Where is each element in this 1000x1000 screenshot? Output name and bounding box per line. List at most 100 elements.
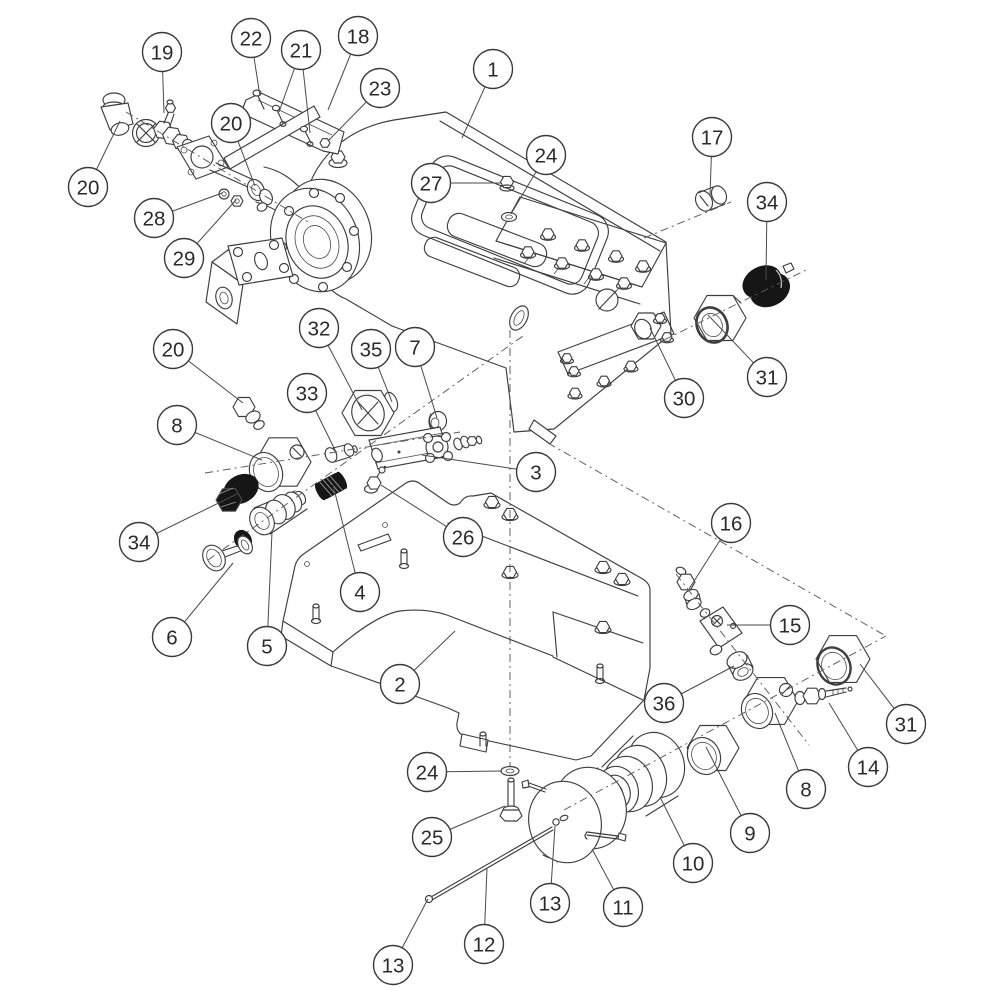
part-nut-9: [686, 724, 740, 776]
balloon-number: 8: [171, 414, 182, 437]
callout-balloon-5: 5: [246, 625, 288, 667]
balloon-circle: [746, 356, 788, 398]
part-piston-33: [324, 443, 358, 463]
balloon-circle: [280, 29, 322, 71]
bolt-head: [568, 366, 580, 376]
part-pin-13-top: [521, 779, 547, 793]
part-nut-27: [499, 175, 515, 192]
callout-balloon-32: 32: [298, 307, 340, 349]
bolt-head: [595, 560, 611, 574]
bolt-head: [484, 495, 500, 509]
part-washer-24-top: [500, 211, 518, 223]
balloon-number: 4: [354, 581, 365, 604]
balloon-number: 15: [779, 614, 802, 637]
part-bushing-36: [726, 651, 754, 681]
balloon-number: 31: [756, 366, 779, 389]
bolt-head: [661, 332, 673, 342]
part-bracket-2: [280, 480, 651, 761]
callout-balloon-8: 8: [785, 768, 827, 810]
balloon-number: 9: [744, 822, 755, 845]
bolt-head: [617, 277, 631, 289]
bolt-head: [609, 250, 623, 262]
balloon-circle: [133, 197, 175, 239]
bolt-head: [541, 228, 555, 240]
balloon-circle: [472, 48, 514, 90]
balloon-circle: [152, 328, 194, 370]
balloon-circle: [785, 768, 827, 810]
bolt-head: [636, 260, 650, 272]
balloon-number: 2: [394, 673, 405, 696]
part-plug-17: [694, 185, 728, 212]
balloon-number: 23: [369, 77, 392, 100]
part-bolt-25: [499, 777, 523, 822]
bolt-head: [555, 257, 569, 269]
callout-balloon-13: 13: [529, 882, 571, 924]
balloon-number: 5: [261, 635, 272, 658]
axis-line: [204, 431, 461, 474]
balloon-circle: [372, 944, 414, 986]
callout-balloon-20: 20: [152, 328, 194, 370]
part-manifold: [493, 196, 675, 375]
callout-balloon-19: 19: [141, 31, 183, 73]
callout-balloon-30: 30: [663, 377, 705, 419]
part-stud: [310, 603, 322, 625]
callout-balloon-20: 20: [210, 102, 252, 144]
balloon-circle: [643, 682, 685, 724]
callout-balloon-8: 8: [156, 404, 198, 446]
part-screw-21b: [299, 125, 314, 147]
balloon-circle: [406, 751, 448, 793]
part-hex-nut-32: [341, 389, 399, 437]
balloon-number: 11: [612, 896, 633, 919]
bolt-head: [575, 239, 589, 251]
balloon-circle: [602, 886, 644, 928]
balloon-circle: [515, 451, 557, 493]
balloon-circle: [156, 404, 198, 446]
part-black-cap-34-top: [742, 262, 795, 308]
balloon-number: 26: [452, 526, 475, 549]
assembly-axis-lines: [125, 111, 887, 811]
balloon-circle: [672, 842, 714, 884]
balloon-circle: [339, 571, 381, 613]
part-stud: [594, 663, 606, 685]
bolt-head: [561, 353, 573, 363]
balloon-number: 13: [382, 954, 405, 977]
bolt-head: [597, 375, 611, 387]
balloon-number: 27: [420, 172, 443, 195]
balloon-circle: [350, 328, 392, 370]
balloon-circle: [663, 377, 705, 419]
part-spring-4: [314, 471, 348, 501]
part-stud: [479, 731, 487, 747]
balloon-circle: [442, 516, 484, 558]
callout-balloon-21: 21: [280, 29, 322, 71]
callout-balloon-14: 14: [847, 746, 889, 788]
balloon-circle: [118, 521, 160, 563]
part-zerk-14: [794, 686, 853, 706]
balloon-number: 17: [701, 126, 724, 149]
balloon-circle: [246, 625, 288, 667]
bolt-head: [521, 246, 535, 258]
balloon-number: 14: [857, 756, 880, 779]
balloon-circle: [337, 15, 379, 57]
part-washer-24-bottom: [500, 765, 520, 777]
callout-balloon-1: 1: [472, 48, 514, 90]
part-cover-11: [521, 766, 627, 864]
callout-balloon-35: 35: [350, 328, 392, 370]
part-elbow-fitting-20: [100, 92, 134, 136]
balloon-circle: [67, 166, 109, 208]
callout-balloon-31: 31: [885, 703, 927, 745]
part-nut-29: [230, 195, 244, 207]
part-inlet-valve-assembly: [100, 89, 345, 212]
callout-balloon-18: 18: [337, 15, 379, 57]
balloon-number: 24: [416, 761, 439, 784]
part-fitting-20-left: [232, 396, 265, 430]
part-grease-fitting-26: [363, 465, 387, 494]
callout-balloon-27: 27: [410, 162, 452, 204]
balloon-number: 8: [800, 778, 811, 801]
part-nut-31-right: [815, 635, 871, 686]
axis-line: [207, 335, 524, 561]
balloon-number: 10: [682, 852, 705, 875]
callout-balloon-24: 24: [406, 751, 448, 793]
balloon-number: 18: [347, 25, 370, 48]
